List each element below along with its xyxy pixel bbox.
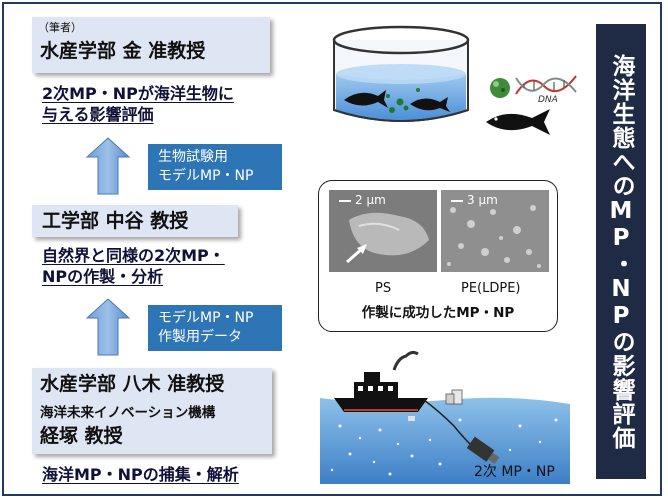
sem-scale-pe: 3 μm [451,193,498,207]
sem-panel: 2 μm 3 μm PS PE(LDPE) 作製に成功したMP・NP [318,180,558,332]
label-model-data-line2: 作製用データ [158,329,242,345]
ship-icon [334,372,428,412]
figure-frame [2,2,662,496]
result-middle-line1: 自然界と同様の2次MP・ [42,246,225,265]
sem-image-pe: 3 μm [441,190,549,272]
sem-label-pe: PE(LDPE) [461,281,521,296]
nanoparticle-icon [490,78,510,98]
author-name: 水産学部 金 准教授 [40,40,206,62]
dna-label: DNA [538,95,558,105]
engineering-card: 工学部 中谷 教授 [32,205,238,237]
author-note: （筆者） [38,21,82,34]
dna-icon [515,75,577,95]
petri-dish-illustration [332,25,470,122]
fisheries-name: 水産学部 八木 准教授 [40,373,225,395]
label-bio-test-line1: 生物試験用 [158,149,228,165]
side-title: 海洋生態へのMP・NPの影響評価 [596,24,646,479]
up-arrow-bottom [86,298,130,356]
result-middle-line2: NPの作製・分析 [42,267,164,286]
fisheries-org: 海洋未来イノベーション機構 [40,405,216,421]
sem-label-ps: PS [375,281,392,296]
author-card: （筆者） 水産学部 金 准教授 [32,17,270,73]
engineering-name: 工学部 中谷 教授 [42,210,189,232]
sem-scale-ps: 2 μm [339,193,386,207]
result-bottom: 海洋MP・NPの捕集・解析 [42,465,239,484]
sem-image-ps: 2 μm [329,190,437,272]
label-bio-test: 生物試験用 モデルMP・NP [148,144,282,190]
result-top: 2次MP・NPが海洋生物に 与える影響評価 [42,83,234,125]
fish-icon [344,90,450,112]
result-middle: 自然界と同様の2次MP・ NPの作製・分析 [42,245,225,287]
ocean-label: 2次 MP・NP [474,464,555,480]
result-top-line1: 2次MP・NPが海洋生物に [42,84,234,103]
label-model-data-line1: モデルMP・NP [158,310,254,326]
up-arrow-top [86,137,130,195]
fisheries-card: 水産学部 八木 准教授 海洋未来イノベーション機構 経塚 教授 [32,368,272,454]
result-top-line2: 与える影響評価 [42,105,154,124]
sem-caption: 作製に成功したMP・NP [361,305,515,321]
label-bio-test-line2: モデルMP・NP [158,168,254,184]
ocean-scene-illustration [320,350,570,484]
fisheries-name2: 経塚 教授 [40,425,123,447]
label-model-data: モデルMP・NP 作製用データ [148,305,282,351]
large-fish-icon [486,109,550,135]
